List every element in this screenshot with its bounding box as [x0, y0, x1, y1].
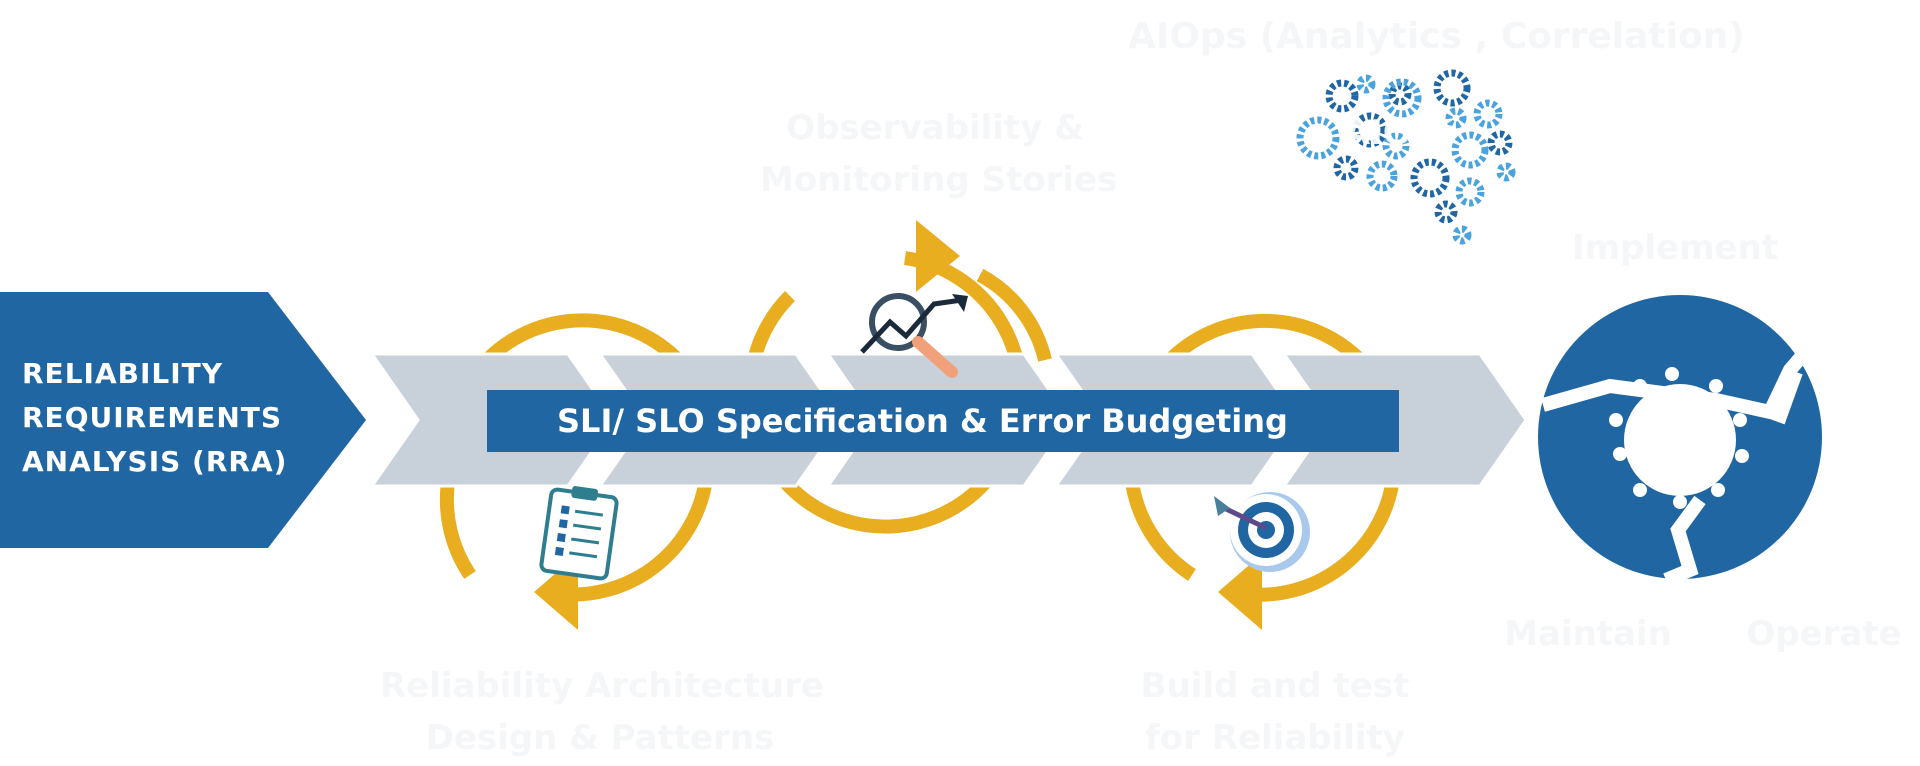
observability-label-line-1: Observability & [760, 108, 1110, 148]
clipboard-checklist-icon [541, 486, 618, 580]
aiops-label: AIOps (Analytics , Correlation) [1128, 16, 1708, 57]
observability-label-line-2: Monitoring Stories [760, 160, 1110, 200]
maintain-label: Maintain [1488, 614, 1688, 654]
rra-label: RELIABILITY REQUIREMENTS ANALYSIS (RRA) [22, 352, 322, 484]
architecture-label-line-2: Design & Patterns [380, 718, 820, 758]
rra-line-1: RELIABILITY [22, 352, 322, 396]
rra-line-3: ANALYSIS (RRA) [22, 440, 322, 484]
gears-brain-icon: AIOps [1300, 73, 1512, 241]
rra-line-2: REQUIREMENTS [22, 396, 322, 440]
cycle-arc-architecture-left [447, 482, 470, 575]
architecture-label-line-1: Reliability Architecture [380, 666, 820, 706]
target-arrow-icon [1214, 492, 1310, 572]
sli-slo-banner: SLI/ SLO Specification & Error Budgeting [487, 390, 1399, 452]
build-test-label-line-1: Build and test [1130, 666, 1420, 706]
aiops-icon-text: AIOps [1344, 113, 1456, 153]
implement-label: Implement [1560, 228, 1790, 268]
cycle-gear-icon [1538, 295, 1822, 580]
operate-label: Operate [1734, 614, 1914, 654]
cycle-arc-build-left [1132, 482, 1192, 575]
build-test-label-line-2: for Reliability [1130, 718, 1420, 758]
